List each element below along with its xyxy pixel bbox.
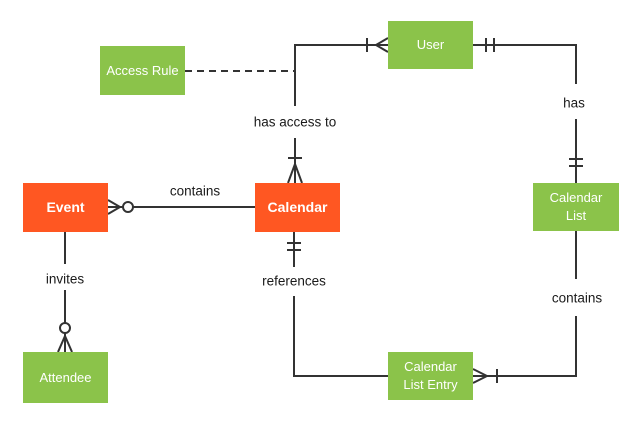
crows-foot-many-icon — [107, 199, 121, 215]
entity-event-label: Event — [46, 199, 85, 216]
zero-ring-icon — [122, 201, 134, 213]
crows-foot-many-icon — [57, 335, 73, 353]
relationship-label-contains-list-entry: contains — [551, 290, 603, 306]
relationship-line-invites — [57, 232, 73, 353]
entity-calendar-list[interactable]: Calendar List — [533, 183, 619, 231]
entity-calendar-list-entry[interactable]: Calendar List Entry — [388, 352, 473, 400]
relationship-line-references — [287, 232, 388, 377]
entity-user-label: User — [416, 37, 445, 53]
relationship-line-contains-list-entry — [472, 231, 577, 384]
relationship-label-invites: invites — [45, 271, 85, 287]
relationship-line-contains-event-calendar — [107, 199, 255, 215]
entity-user[interactable]: User — [388, 21, 473, 69]
crows-foot-many-icon — [472, 368, 488, 384]
entity-calendar-list-entry-label: Calendar List Entry — [403, 359, 458, 392]
relationship-label-references: references — [262, 273, 326, 289]
crows-foot-many-icon — [375, 37, 389, 53]
entity-calendar-list-label: Calendar List — [549, 190, 603, 223]
double-tick-icon — [485, 38, 495, 52]
relationship-label-has: has — [563, 95, 585, 111]
relationship-line-has-access-to — [287, 37, 389, 184]
entity-access-rule-label: Access Rule — [106, 62, 179, 78]
double-tick-icon — [569, 158, 583, 167]
zero-ring-icon — [59, 322, 71, 334]
relationship-line-has — [473, 38, 583, 183]
relationship-label-contains-event-calendar: contains — [169, 183, 221, 199]
entity-access-rule[interactable]: Access Rule — [100, 46, 185, 95]
entity-attendee[interactable]: Attendee — [23, 352, 108, 403]
entity-event[interactable]: Event — [23, 183, 108, 232]
entity-attendee-label: Attendee — [39, 369, 92, 385]
double-tick-icon — [287, 242, 301, 251]
crows-foot-many-icon — [287, 163, 303, 184]
entity-calendar[interactable]: Calendar — [255, 183, 340, 232]
entity-calendar-label: Calendar — [267, 199, 328, 216]
relationship-label-has-access-to: has access to — [253, 114, 337, 130]
